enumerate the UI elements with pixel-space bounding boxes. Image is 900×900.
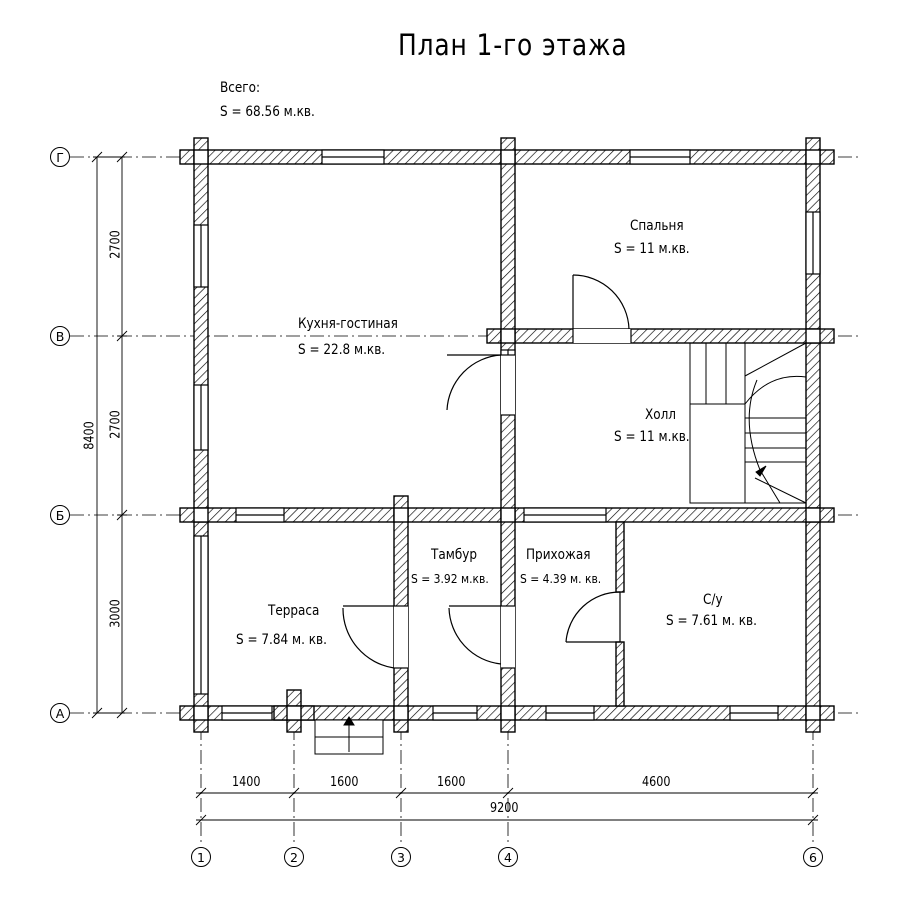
wall-joints bbox=[193, 149, 821, 721]
dim-h-total: 9200 bbox=[490, 801, 519, 816]
dim-h-1600-b: 1600 bbox=[437, 775, 466, 790]
total-label: Всего: bbox=[220, 80, 261, 96]
total-area: S = 68.56 м.кв. bbox=[220, 104, 315, 120]
room-name-kitchen: Кухня-гостиная bbox=[298, 316, 398, 332]
dim-v-2700-a: 2700 bbox=[108, 230, 124, 259]
axis-marker-row-v: В bbox=[50, 326, 70, 346]
room-area-vestibule: S = 3.92 м.кв. bbox=[411, 571, 489, 586]
dim-v-2700-b: 2700 bbox=[108, 410, 124, 439]
doors bbox=[342, 274, 632, 669]
axis-lines bbox=[70, 156, 860, 845]
room-area-bedroom: S = 11 м.кв. bbox=[614, 241, 690, 257]
dimension-lines bbox=[91, 151, 819, 826]
dim-h-1600-a: 1600 bbox=[330, 775, 359, 790]
room-name-vestibule: Тамбур bbox=[431, 547, 478, 563]
entrance-steps bbox=[314, 716, 384, 755]
dim-v-3000: 3000 bbox=[108, 599, 124, 628]
room-name-bedroom: Спальня bbox=[630, 218, 684, 234]
room-area-kitchen: S = 22.8 м.кв. bbox=[298, 342, 386, 358]
room-area-hallway: S = 4.39 м. кв. bbox=[520, 571, 602, 586]
axis-marker-row-b: Б bbox=[50, 505, 70, 525]
axis-marker-col-6: 6 bbox=[803, 847, 823, 867]
room-name-terrace: Терраса bbox=[268, 603, 320, 619]
dim-h-1400: 1400 bbox=[232, 775, 261, 790]
dim-h-4600: 4600 bbox=[642, 775, 671, 790]
axis-marker-col-1: 1 bbox=[191, 847, 211, 867]
room-name-hall: Холл bbox=[645, 407, 677, 423]
axis-marker-row-g: Г bbox=[50, 147, 70, 167]
room-area-hall: S = 11 м.кв. bbox=[614, 429, 690, 445]
dim-v-total: 8400 bbox=[82, 421, 98, 450]
axis-marker-col-3: 3 bbox=[391, 847, 411, 867]
room-name-hallway: Прихожая bbox=[526, 547, 591, 563]
page-title: План 1-го этажа bbox=[398, 28, 628, 62]
room-area-bathroom: S = 7.61 м. кв. bbox=[666, 613, 757, 629]
axis-marker-row-a: А bbox=[50, 703, 70, 723]
axis-marker-col-2: 2 bbox=[284, 847, 304, 867]
staircase bbox=[689, 342, 807, 504]
room-area-terrace: S = 7.84 м. кв. bbox=[236, 632, 327, 648]
room-name-bathroom: С/у bbox=[703, 592, 723, 608]
axis-marker-col-4: 4 bbox=[498, 847, 518, 867]
